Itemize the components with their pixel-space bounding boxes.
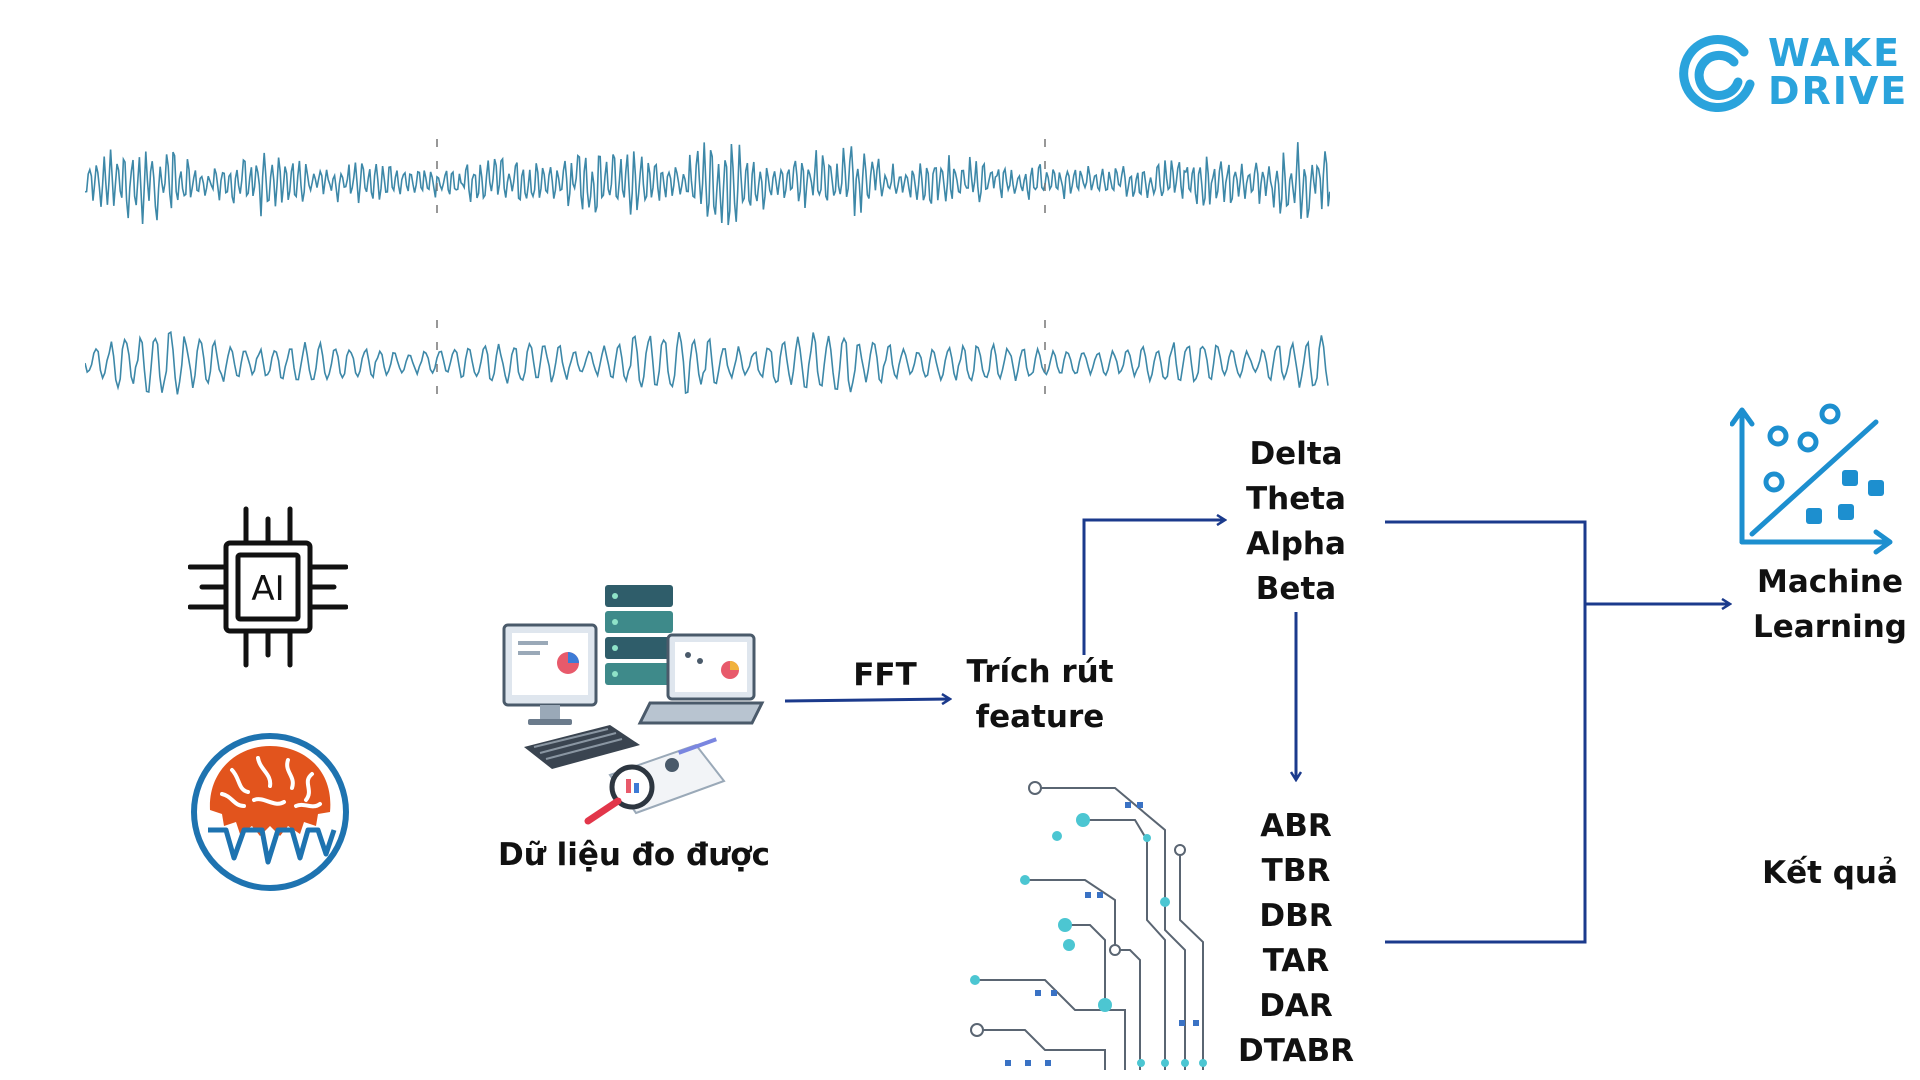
arrow-data-to-feature (784, 699, 950, 701)
eeg-signal-trace-1 (85, 139, 1330, 226)
ratio-item: TAR (1262, 943, 1330, 979)
ratio-item: ABR (1260, 808, 1332, 844)
band-ratios-list: ABR TBR DBR TAR DAR DTABR (1211, 804, 1381, 1074)
fft-label: FFT (853, 657, 917, 693)
logo-ring-icon (1679, 35, 1755, 112)
feature-extraction-line-2: feature (975, 699, 1105, 735)
machine-learning-line-1: Machine (1757, 564, 1903, 600)
computers-data-icon (502, 585, 765, 825)
band-item: Theta (1246, 481, 1346, 517)
feature-extraction-line-1: Trích rút (966, 654, 1114, 690)
feature-extraction-label: Trích rút feature (955, 650, 1125, 740)
monitor-icon (502, 623, 598, 725)
laptop-icon (637, 633, 765, 725)
ai-chip-label: AI (251, 569, 284, 609)
data-measured-label: Dữ liệu đo được (498, 837, 770, 873)
frequency-bands-list: Delta Theta Alpha Beta (1211, 432, 1381, 612)
report-magnifier-icon (584, 737, 726, 825)
circuit-icon (970, 781, 1207, 1070)
arrow-feature-to-bands (1082, 520, 1225, 655)
band-item: Alpha (1246, 526, 1346, 562)
signal-path (85, 142, 1330, 226)
brain-wave-icon (191, 733, 349, 891)
band-item: Delta (1249, 436, 1343, 472)
logo-line-1: WAKE (1768, 31, 1902, 75)
ratio-item: DBR (1259, 898, 1333, 934)
server-stack-icon (605, 585, 673, 685)
result-label: Kết quả (1762, 855, 1898, 891)
signal-path (85, 330, 1329, 395)
ratio-item: TBR (1261, 853, 1331, 889)
band-item: Beta (1255, 571, 1337, 607)
connector-bands-to-merge (1385, 520, 1587, 944)
machine-learning-label: Machine Learning (1735, 560, 1920, 650)
keyboard-icon (524, 725, 640, 769)
machine-learning-line-2: Learning (1753, 609, 1907, 645)
eeg-signal-trace-2 (85, 320, 1329, 406)
ratio-item: DAR (1259, 988, 1333, 1024)
ai-chip-icon: AI (188, 506, 348, 668)
ml-scatter-icon (1730, 403, 1893, 555)
ratio-item: DTABR (1238, 1033, 1354, 1069)
wakedrive-logo: WAKE DRIVE (1678, 32, 1918, 112)
logo-line-2: DRIVE (1768, 69, 1909, 113)
